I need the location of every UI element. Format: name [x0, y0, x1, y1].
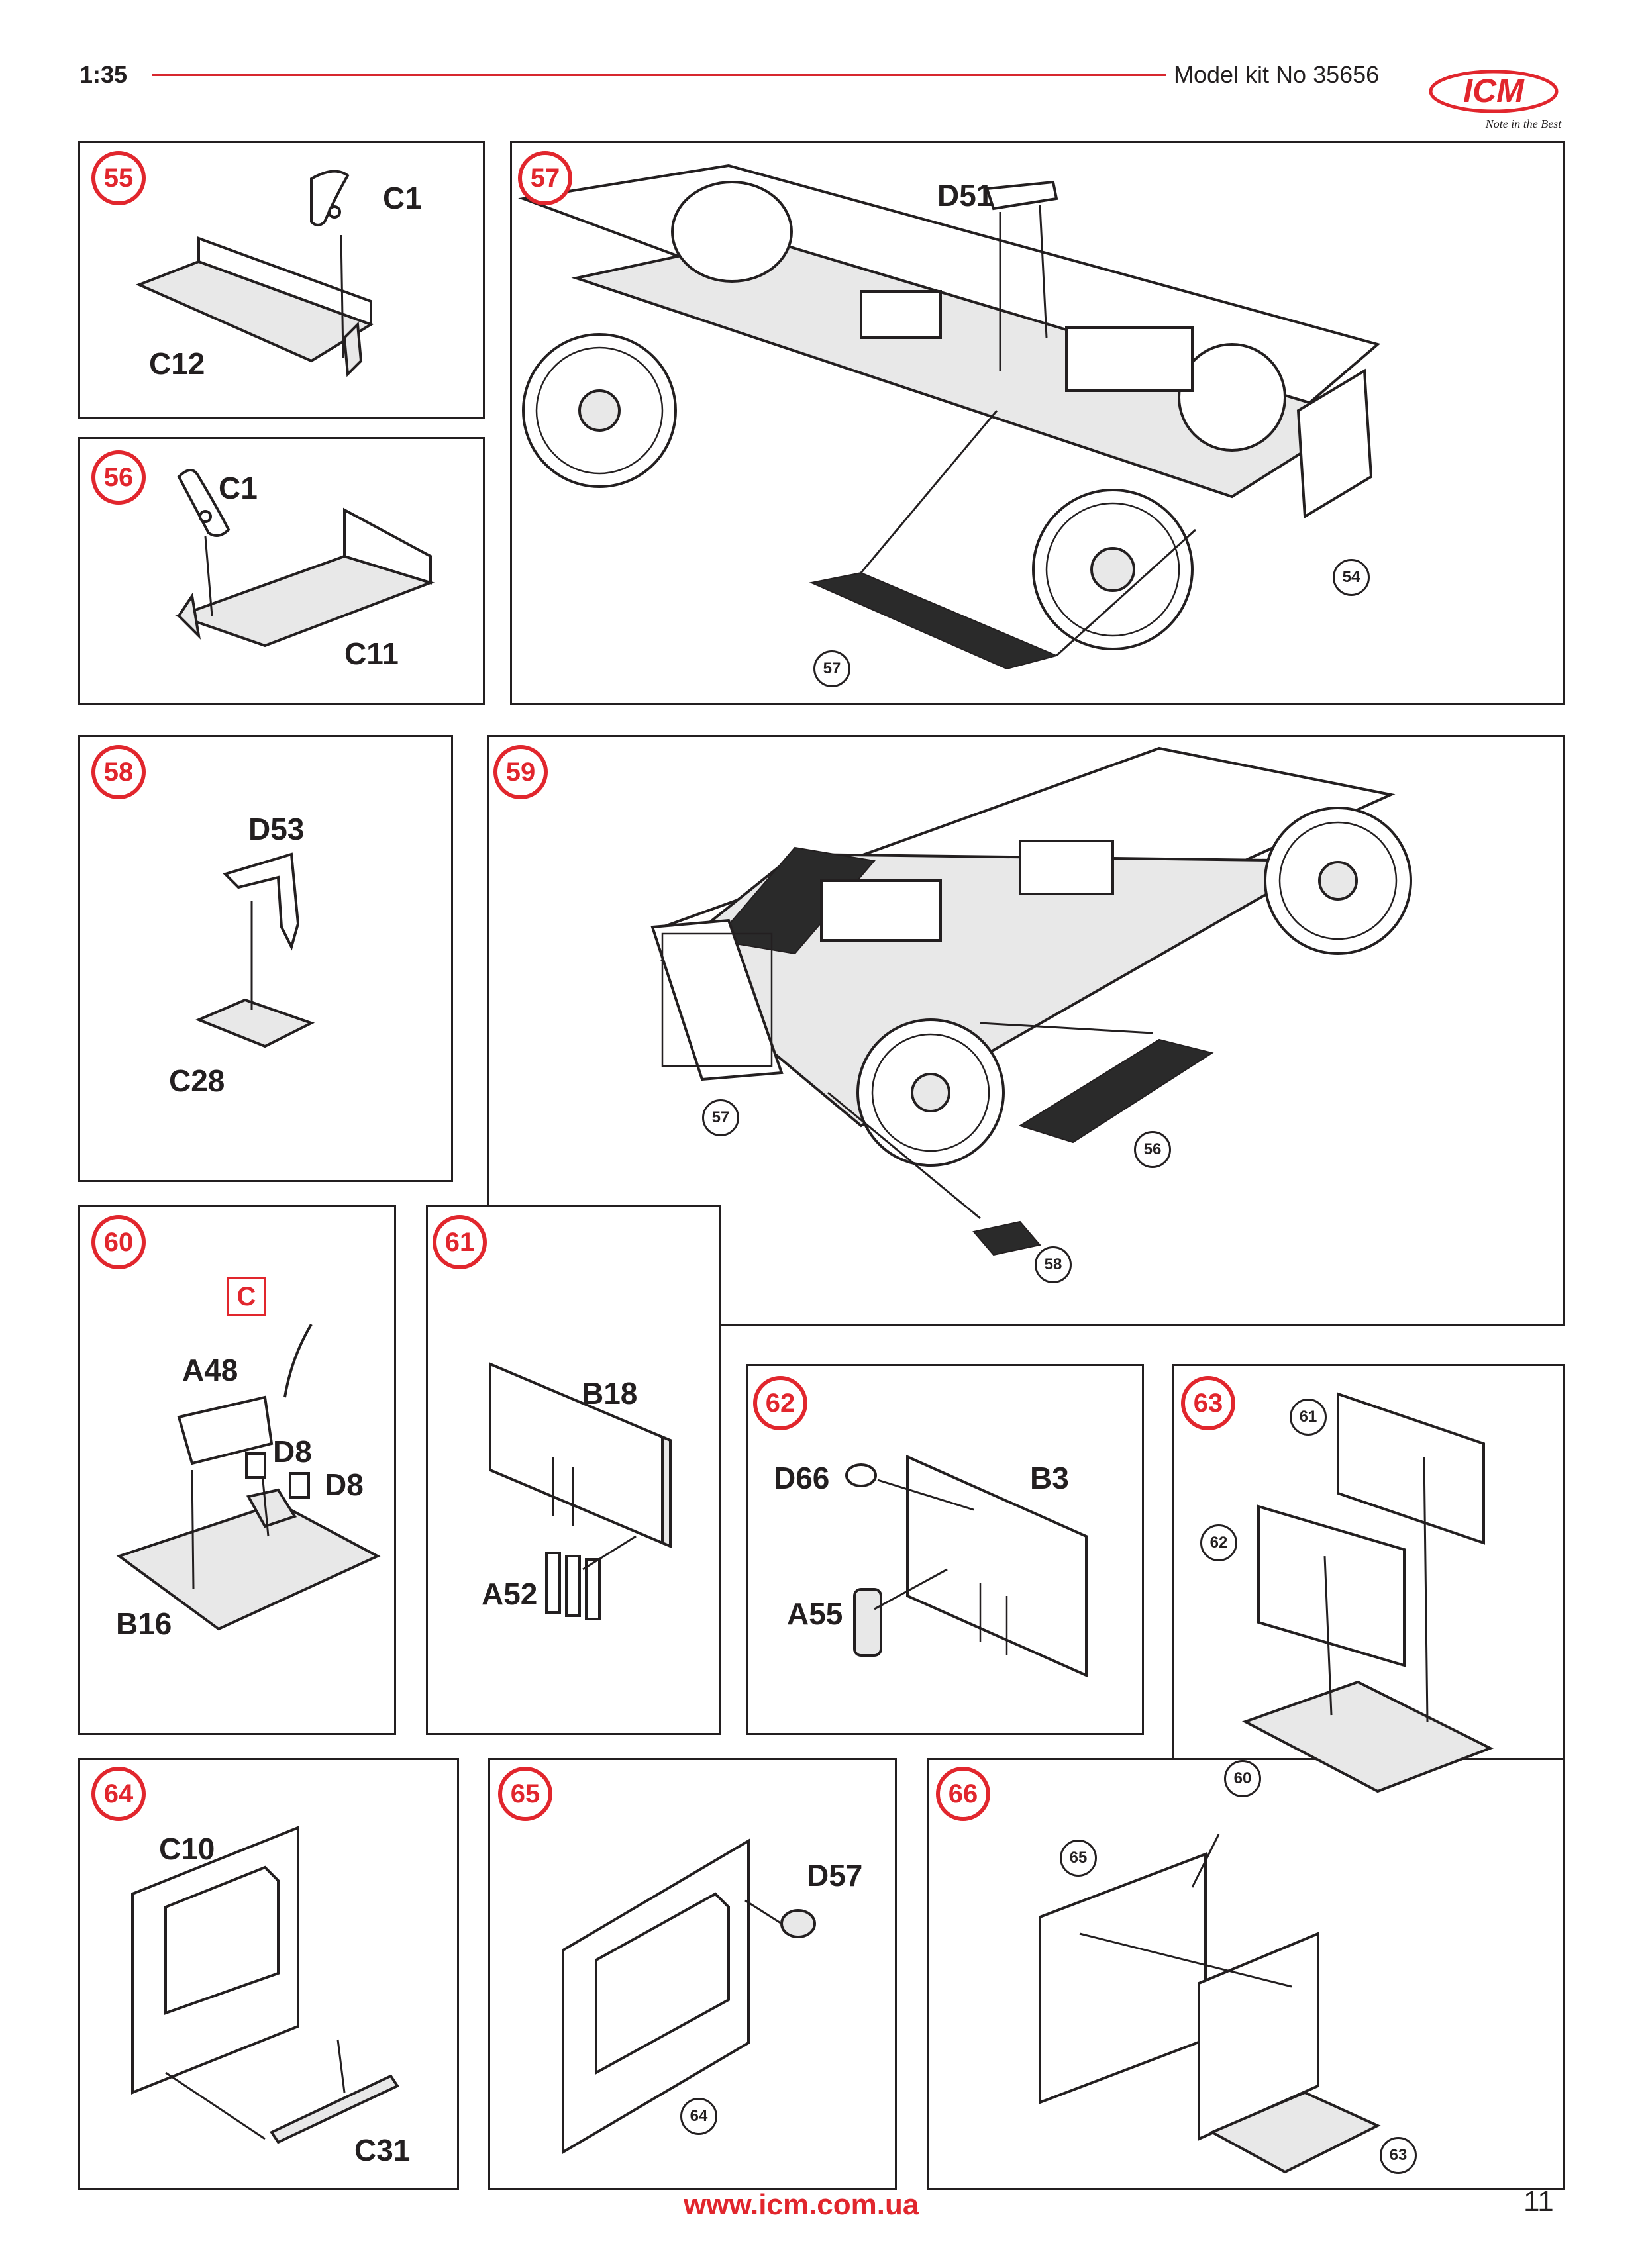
svg-text:ICM: ICM: [1463, 72, 1525, 109]
step-badge-66: 66: [936, 1767, 990, 1821]
part-label: C31: [354, 2133, 411, 2167]
step-ref-56: 56: [1134, 1131, 1171, 1168]
step-56-drawing: [174, 469, 435, 648]
part-label: A48: [182, 1353, 238, 1387]
step-ref-60: 60: [1224, 1760, 1261, 1797]
part-label: C1: [383, 181, 422, 215]
step-badge-59: 59: [493, 745, 548, 799]
website-link[interactable]: www.icm.com.ua: [684, 2189, 919, 2221]
step-63-drawing: [1242, 1392, 1494, 1793]
step-ref-64: 64: [680, 2098, 717, 2135]
step-ref-58: 58: [1035, 1246, 1072, 1283]
step-ref-61: 61: [1290, 1399, 1327, 1436]
step-badge-62: 62: [753, 1376, 807, 1430]
step-badge-58: 58: [91, 745, 146, 799]
step-ref-57: 57: [813, 650, 850, 687]
step-60-panel: [78, 1205, 396, 1735]
step-badge-56: 56: [91, 450, 146, 505]
step-64-drawing: [131, 1826, 399, 2144]
step-58-drawing: [195, 852, 315, 1048]
step-ref-65: 65: [1060, 1840, 1097, 1877]
kit-number: Model kit No 35656: [1174, 61, 1380, 88]
part-label: D51: [937, 178, 994, 213]
step-60-drawing: [116, 1323, 381, 1631]
page-number: 11: [1523, 2185, 1554, 2218]
step-badge-57: 57: [518, 151, 572, 205]
part-label: B3: [1030, 1461, 1069, 1495]
part-label: D53: [248, 812, 305, 846]
step-badge-55: 55: [91, 151, 146, 205]
step-62-drawing: [845, 1454, 1088, 1678]
step-badge-61: 61: [433, 1215, 487, 1269]
step-66-drawing: [1039, 1834, 1381, 2174]
step-badge-64: 64: [91, 1767, 146, 1821]
step-59-drawing: [650, 746, 1412, 1256]
step-65-drawing: [562, 1838, 816, 2155]
step-badge-63: 63: [1181, 1376, 1235, 1430]
part-label: B16: [116, 1606, 172, 1641]
step-58-panel: [78, 735, 453, 1182]
svg-text:Note in the Best: Note in the Best: [1485, 117, 1562, 130]
part-label: D66: [774, 1461, 830, 1495]
part-tag-c: C: [227, 1277, 266, 1316]
step-61-drawing: [489, 1361, 672, 1620]
part-label: C12: [149, 346, 205, 381]
part-label: D57: [807, 1858, 863, 1893]
part-label: D8: [325, 1467, 364, 1502]
step-ref-63: 63: [1380, 2137, 1417, 2174]
step-badge-65: 65: [498, 1767, 552, 1821]
part-label: B18: [582, 1376, 638, 1410]
header-rule: [152, 74, 1166, 76]
part-label: C1: [219, 471, 258, 505]
part-label: C10: [159, 1832, 215, 1866]
part-label: A55: [787, 1597, 843, 1631]
step-55-drawing: [135, 170, 374, 377]
scale-label: 1:35: [79, 61, 128, 88]
step-badge-60: 60: [91, 1215, 146, 1269]
step-57-drawing: [518, 164, 1381, 670]
part-label: D8: [273, 1434, 312, 1469]
step-ref-62: 62: [1200, 1524, 1237, 1561]
part-label: C28: [169, 1063, 225, 1098]
part-label: A52: [482, 1577, 538, 1611]
part-label: C11: [344, 636, 399, 671]
step-ref-57: 57: [702, 1099, 739, 1136]
icm-logo: ICM Note in the Best: [1424, 65, 1563, 134]
step-ref-54: 54: [1333, 559, 1370, 596]
